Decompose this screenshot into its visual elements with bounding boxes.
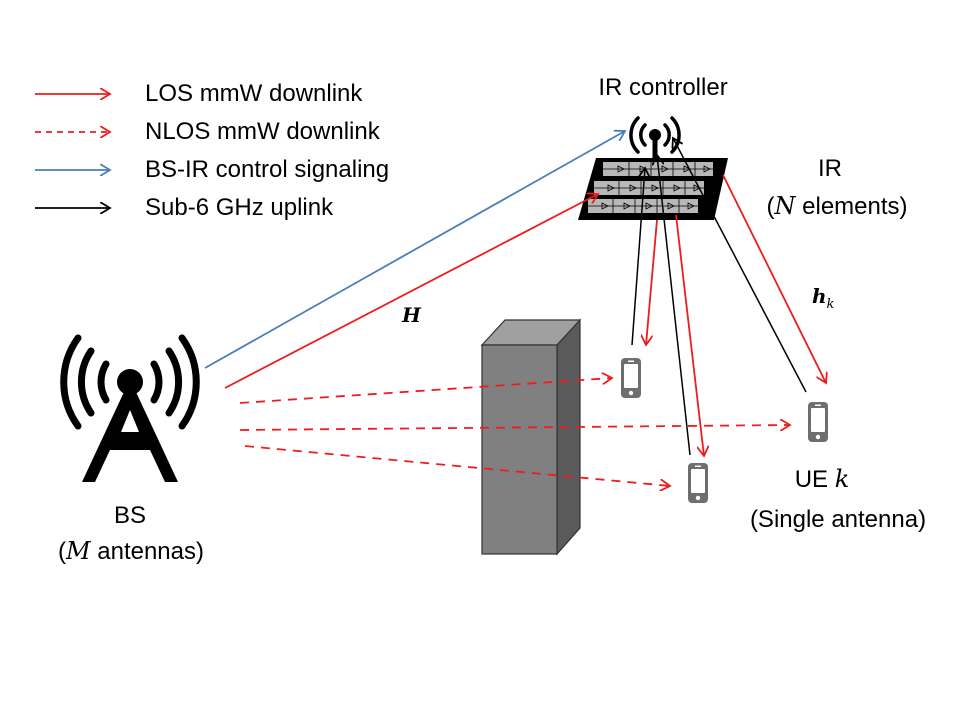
legend-uplink-label: Sub-6 GHz uplink xyxy=(145,194,334,221)
ir-ue1-los-arrow xyxy=(646,219,658,345)
links xyxy=(204,131,826,486)
nlos-arrow-ue1 xyxy=(239,378,612,404)
legend-control-label: BS-IR control signaling xyxy=(145,156,390,183)
ir-ue2-los-arrow xyxy=(675,214,704,456)
building-front xyxy=(481,344,558,555)
ue3-phone-icon xyxy=(808,402,828,442)
bs-label: BS xyxy=(113,502,147,529)
building-side xyxy=(556,318,581,556)
channel-hk-label: hk xyxy=(812,284,835,312)
channel-H-label: H xyxy=(402,303,421,327)
ue3-uplink-arrow xyxy=(673,138,807,393)
ue1-uplink-arrow xyxy=(631,168,645,346)
building-blocker xyxy=(480,318,582,556)
nlos-arrow-ue3 xyxy=(239,425,790,430)
ir-elements-label: (N elements) xyxy=(766,192,908,220)
ir-controller-label: IR controller xyxy=(598,74,728,101)
bs-ir-control-arrow xyxy=(204,131,625,369)
legend-los-label: LOS mmW downlink xyxy=(145,80,363,107)
legend-nlos-label: NLOS mmW downlink xyxy=(145,118,380,145)
ue-k-label: UE k xyxy=(794,465,850,493)
ue1-phone-icon xyxy=(621,358,641,398)
bs-antennas-label: (M antennas) xyxy=(58,537,204,565)
single-antenna-label: (Single antenna) xyxy=(749,506,927,533)
ir-elements-var: N xyxy=(774,192,796,220)
bs-tower-icon xyxy=(60,334,200,482)
nlos-arrow-ue2 xyxy=(244,445,670,486)
ir-surface xyxy=(578,158,728,220)
ue2-uplink-arrow xyxy=(657,155,691,456)
ir-label: IR xyxy=(818,155,842,182)
bs-antennas-var: M xyxy=(66,537,91,565)
bs-ir-los-arrow xyxy=(224,194,598,389)
ir-ue3-los-arrow xyxy=(722,174,826,383)
ue-k-var: k xyxy=(834,465,850,493)
legend xyxy=(35,94,110,208)
ue2-phone-icon xyxy=(688,463,708,503)
